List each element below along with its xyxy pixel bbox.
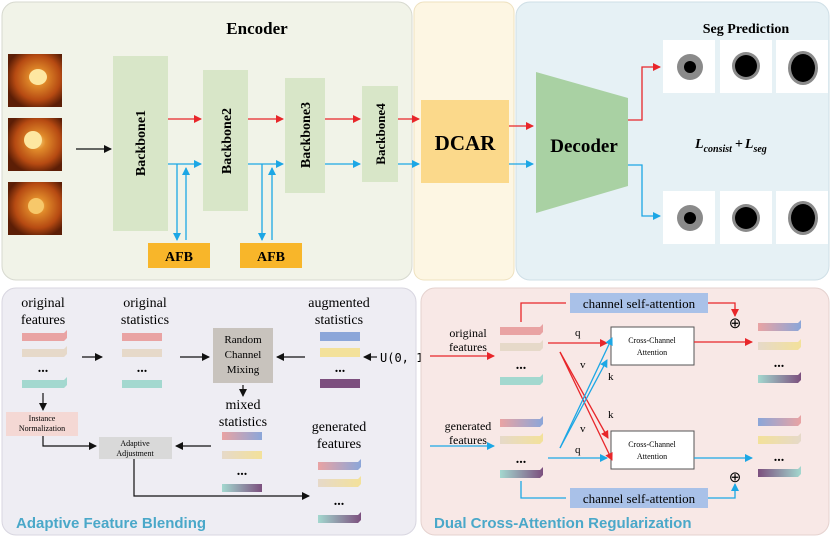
random-channel-mixing-block — [213, 328, 273, 383]
afb-label: AFB — [257, 250, 285, 265]
ellipsis: ... — [334, 494, 345, 509]
channel-self-attention-label: channel self-attention — [583, 491, 696, 506]
backbone4-block — [362, 86, 398, 182]
backbone3-label: Backbone3 — [299, 102, 314, 168]
seg-mask — [720, 191, 772, 244]
uniform-distribution-label: U(0, 1) — [380, 351, 431, 365]
generated-feature-stack — [318, 459, 361, 523]
seg-mask — [720, 40, 772, 93]
ellipsis: ... — [137, 361, 148, 376]
dcar-block — [421, 100, 509, 183]
channel-self-attention-block — [570, 488, 708, 508]
instance-normalization-block — [6, 412, 78, 436]
generated-feature-stack — [500, 416, 543, 478]
fundus-image — [8, 118, 62, 171]
arrow — [133, 456, 310, 500]
afb-block — [240, 243, 302, 268]
seg-mask — [663, 40, 715, 93]
red-arrow — [708, 302, 739, 317]
blue-arrow — [559, 337, 613, 449]
afb-panel — [1, 287, 417, 536]
backbone3-block — [285, 78, 325, 193]
seg-mask — [663, 191, 715, 244]
red-arrow — [559, 351, 613, 461]
ellipsis: ... — [38, 361, 49, 376]
channel-self-attention-label: channel self-attention — [583, 296, 696, 311]
backbone4-label: Backbone4 — [373, 103, 388, 165]
feature-stack — [22, 330, 67, 388]
seg-mask — [776, 191, 828, 244]
encoder-title: Encoder — [226, 19, 288, 38]
afb-block — [148, 243, 210, 268]
add-operator: ⊕ — [729, 470, 742, 486]
dcar-label: DCAR — [435, 131, 496, 155]
red-arrow — [520, 302, 566, 322]
afb-panel-title: Adaptive Feature Blending — [16, 515, 206, 532]
ellipsis: ... — [237, 464, 248, 479]
cross-channel-attention-block — [610, 326, 695, 366]
arrow — [42, 436, 97, 450]
afb-label: AFB — [165, 250, 193, 265]
red-arrow — [559, 351, 609, 439]
value-label: v — [580, 423, 586, 435]
backbone2-block — [203, 70, 248, 211]
query-label: q — [575, 444, 581, 456]
output-feature-stack — [758, 415, 801, 477]
blue-arrow — [628, 164, 661, 220]
value-label: v — [580, 359, 586, 371]
adaptive-adjustment-block — [99, 437, 172, 459]
key-label: k — [608, 371, 614, 383]
loss-formula: Lconsist+Lseg — [694, 137, 767, 155]
key-label: k — [608, 409, 614, 421]
blue-arrow — [559, 359, 608, 449]
augmented-statistics-stack — [320, 332, 360, 388]
dcar-panel-title: Dual Cross-Attention Regularization — [434, 515, 692, 532]
ellipsis: ... — [774, 356, 785, 371]
add-operator: ⊕ — [729, 316, 742, 332]
output-feature-stack — [758, 320, 801, 383]
ellipsis: ... — [516, 358, 527, 373]
blue-arrow — [708, 483, 739, 499]
statistics-stack — [122, 333, 162, 388]
cross-channel-attention-block — [610, 430, 695, 470]
fundus-image — [8, 54, 62, 107]
fundus-image — [8, 182, 62, 235]
ellipsis: ... — [774, 450, 785, 465]
mixed-statistics-stack — [222, 432, 262, 492]
query-label: q — [575, 327, 581, 339]
channel-self-attention-block — [570, 293, 708, 313]
backbone1-label: Backbone1 — [134, 110, 149, 176]
backbone1-block — [113, 56, 168, 231]
decoder-block — [536, 72, 628, 213]
blue-arrow — [520, 481, 566, 499]
red-arrow — [628, 63, 661, 121]
seg-mask — [776, 40, 828, 93]
ellipsis: ... — [516, 452, 527, 467]
decoder-label: Decoder — [550, 136, 618, 157]
ellipsis: ... — [335, 361, 346, 376]
backbone2-label: Backbone2 — [220, 108, 235, 174]
feature-stack — [500, 324, 543, 385]
seg-prediction-title: Seg Prediction — [703, 22, 790, 37]
